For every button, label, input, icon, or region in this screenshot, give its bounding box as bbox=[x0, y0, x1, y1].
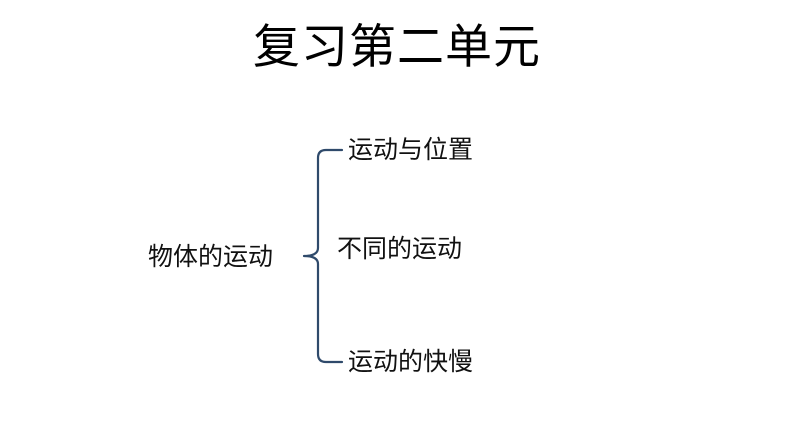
mindmap-child-node: 运动与位置 bbox=[348, 135, 474, 164]
mindmap-child-node: 不同的运动 bbox=[337, 234, 463, 263]
slide-title: 复习第二单元 bbox=[253, 20, 541, 75]
mindmap-root-node: 物体的运动 bbox=[148, 242, 274, 271]
mindmap-child-node: 运动的快慢 bbox=[348, 347, 474, 376]
